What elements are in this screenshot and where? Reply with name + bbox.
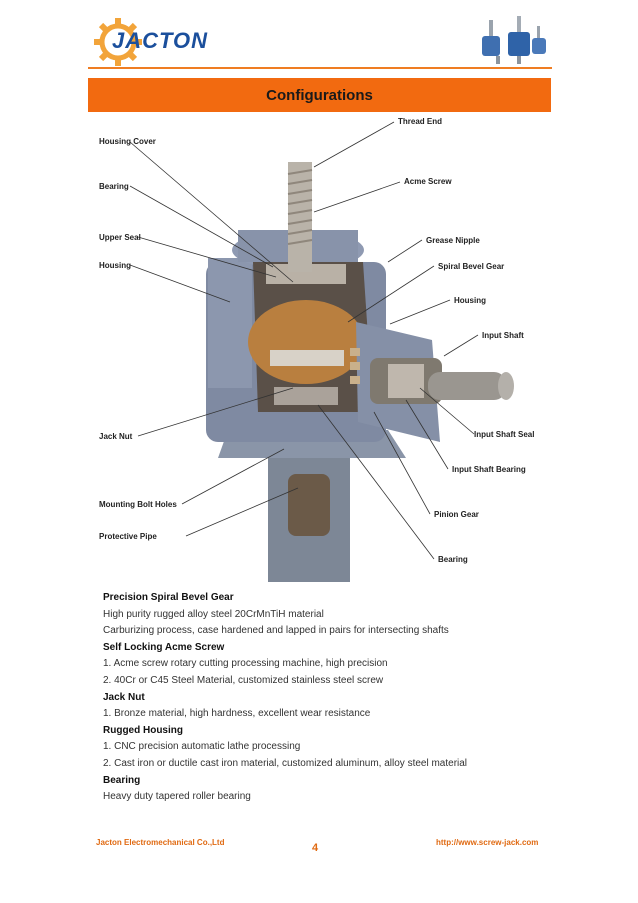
label-housing-left: Housing — [99, 261, 131, 270]
label-input-shaft-seal: Input Shaft Seal — [474, 430, 535, 439]
page-number: 4 — [312, 842, 319, 854]
spec-heading: Jack Nut — [103, 691, 145, 703]
label-acme-screw: Acme Screw — [404, 177, 452, 186]
label-bearing-top: Bearing — [99, 182, 129, 191]
spec-line: 1. Acme screw rotary cutting processing … — [103, 658, 388, 670]
spec-line: 1. Bronze material, high hardness, excel… — [103, 708, 371, 720]
spec-line: 2. Cast iron or ductile cast iron materi… — [103, 757, 468, 769]
section-banner: Configurations — [88, 78, 551, 112]
screw-jack-cutaway-illustration — [129, 121, 514, 582]
label-input-shaft: Input Shaft — [482, 331, 524, 340]
spec-heading: Bearing — [103, 774, 141, 786]
header-rule — [88, 67, 552, 69]
spec-line: 2. 40Cr or C45 Steel Material, customize… — [103, 674, 384, 686]
specifications-list: Precision Spiral Bevel Gear High purity … — [103, 590, 543, 806]
label-spiral-bevel-gear: Spiral Bevel Gear — [438, 262, 505, 271]
label-thread-end: Thread End — [398, 117, 443, 126]
spec-line: Carburizing process, case hardened and l… — [103, 625, 449, 637]
label-grease-nipple: Grease Nipple — [426, 236, 480, 245]
label-housing-cover: Housing Cover — [99, 137, 156, 146]
footer-company: Jacton Electromechanical Co.,Ltd — [96, 838, 225, 847]
jacton-gear-logo-icon — [94, 18, 142, 66]
spec-heading: Self Locking Acme Screw — [103, 641, 225, 653]
label-mounting-bolt-holes: Mounting Bolt Holes — [99, 500, 177, 509]
label-bearing-bottom: Bearing — [438, 555, 468, 564]
footer-url-link[interactable]: http://www.screw-jack.com — [436, 838, 539, 847]
spec-line: 1. CNC precision automatic lathe process… — [103, 741, 301, 753]
spec-heading: Rugged Housing — [103, 724, 183, 736]
spec-line: Heavy duty tapered roller bearing — [103, 791, 251, 803]
screw-jack-products-icon — [482, 16, 546, 64]
logo-wordmark: JACTON — [112, 28, 209, 53]
screw-jack-cutaway-diagram: Thread End Housing Cover Acme Screw Bear… — [88, 112, 552, 582]
label-housing-right: Housing — [454, 296, 486, 305]
label-protective-pipe: Protective Pipe — [99, 532, 157, 541]
spec-line: High purity rugged alloy steel 20CrMnTiH… — [103, 608, 324, 620]
spec-heading: Precision Spiral Bevel Gear — [103, 592, 234, 603]
label-upper-seal: Upper Seal — [99, 233, 141, 242]
label-jack-nut: Jack Nut — [99, 432, 133, 441]
label-pinion-gear: Pinion Gear — [434, 510, 479, 519]
banner-title: Configurations — [266, 86, 373, 104]
label-input-shaft-bearing: Input Shaft Bearing — [452, 465, 526, 474]
